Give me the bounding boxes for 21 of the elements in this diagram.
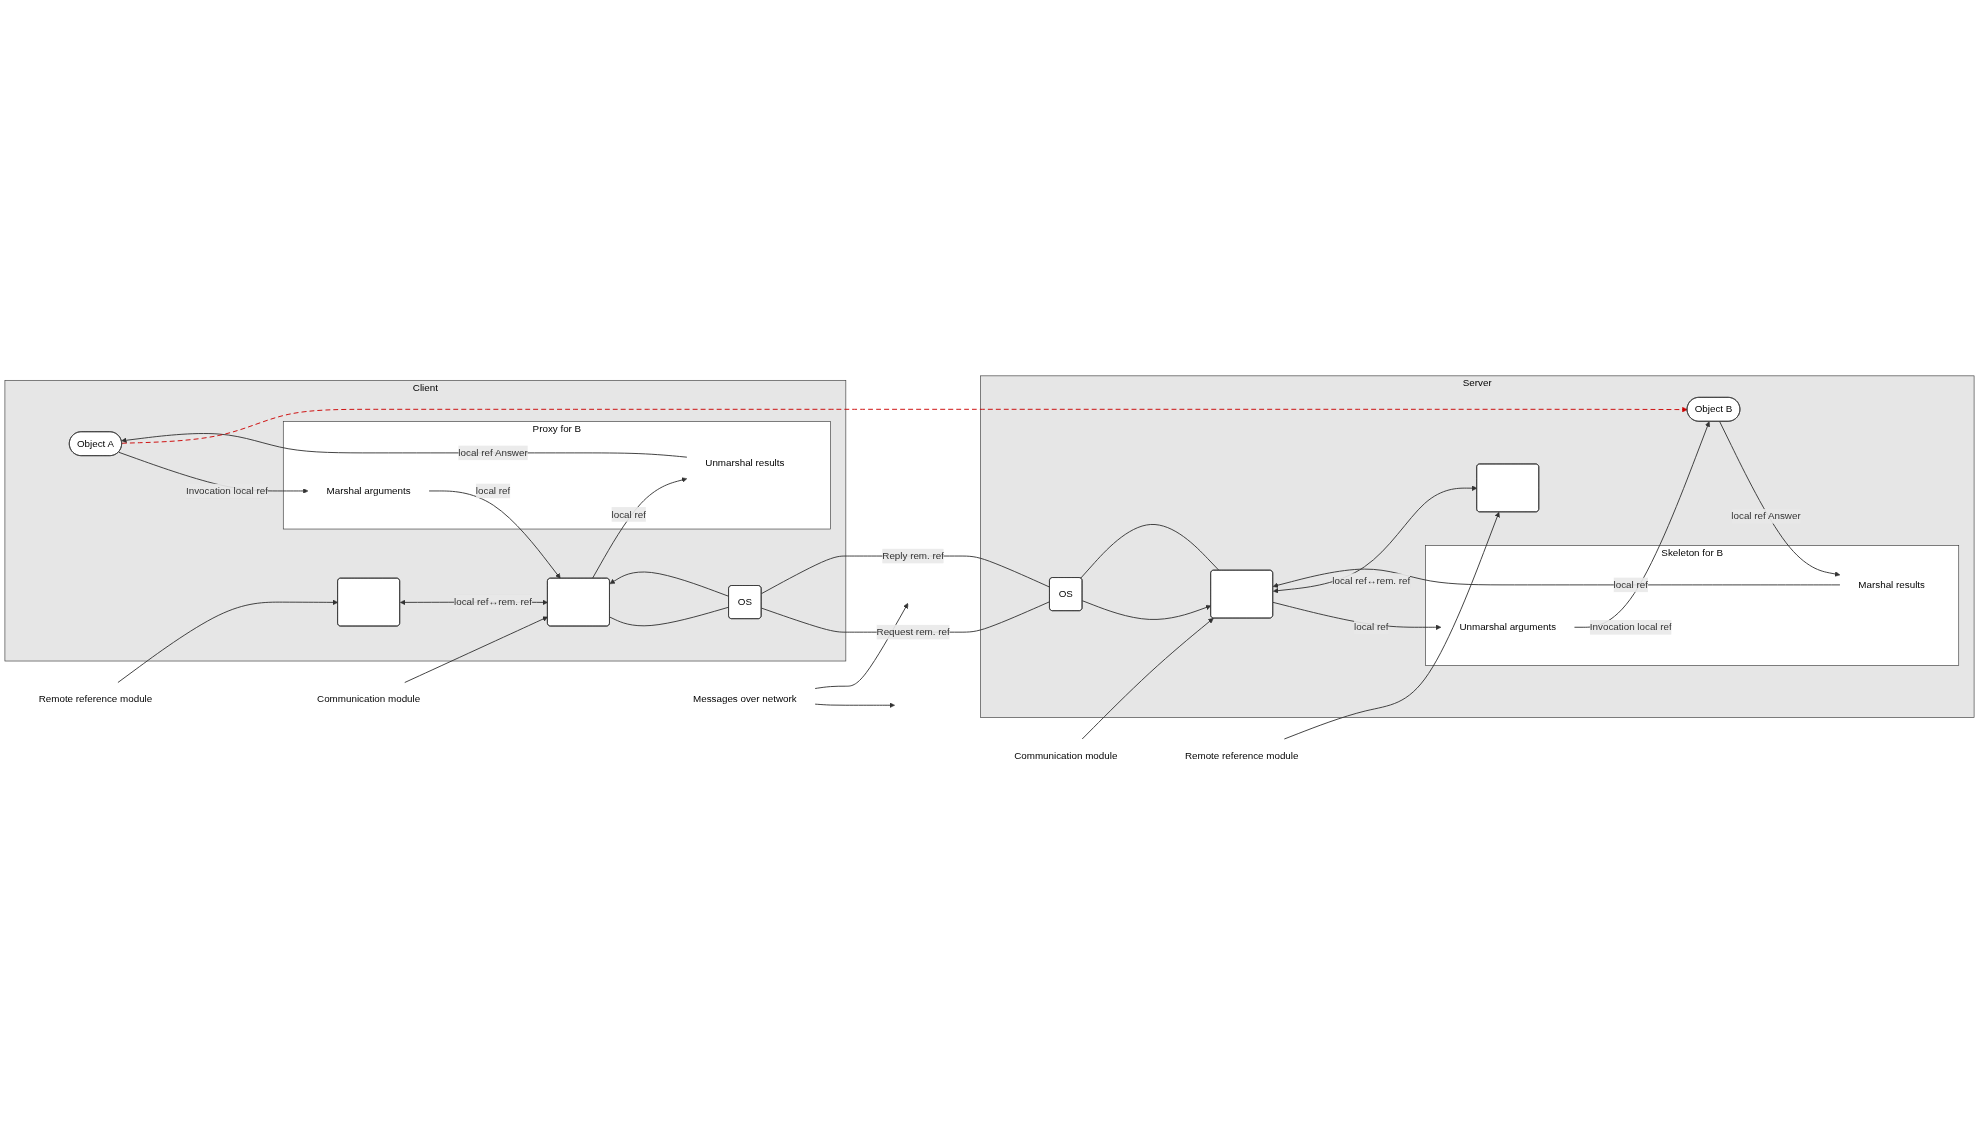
edge-label: local ref Answer	[458, 447, 528, 458]
node-text: Marshal results	[1858, 579, 1925, 590]
node-text: Unmarshal results	[705, 457, 785, 468]
edge-label: Reply rem. ref	[882, 550, 944, 561]
edge-label: local ref	[1354, 621, 1389, 633]
edge-label: local ref	[611, 508, 646, 520]
edge-label: Invocation local ref	[1589, 621, 1672, 633]
node-text: Communication module	[317, 693, 421, 704]
edge-label: local ref	[1613, 579, 1648, 590]
node-text: Communication module	[1014, 750, 1118, 761]
edge-label: local ref	[475, 485, 511, 496]
edge-label: local ref↔rem. ref	[1332, 575, 1411, 586]
node-text: Marshal arguments	[326, 485, 411, 496]
node-text: Remote reference module	[1184, 750, 1299, 761]
node-text: Messages over network	[693, 693, 797, 704]
node-text: Remote reference module	[38, 693, 153, 704]
edge-label: local ref↔rem. ref	[453, 596, 533, 607]
node-text: Unmarshal arguments	[1459, 621, 1557, 633]
edge-label: Invocation local ref	[186, 485, 268, 496]
edge-label: local ref Answer	[1731, 510, 1801, 522]
edge-label: Request rem. ref	[876, 626, 950, 638]
